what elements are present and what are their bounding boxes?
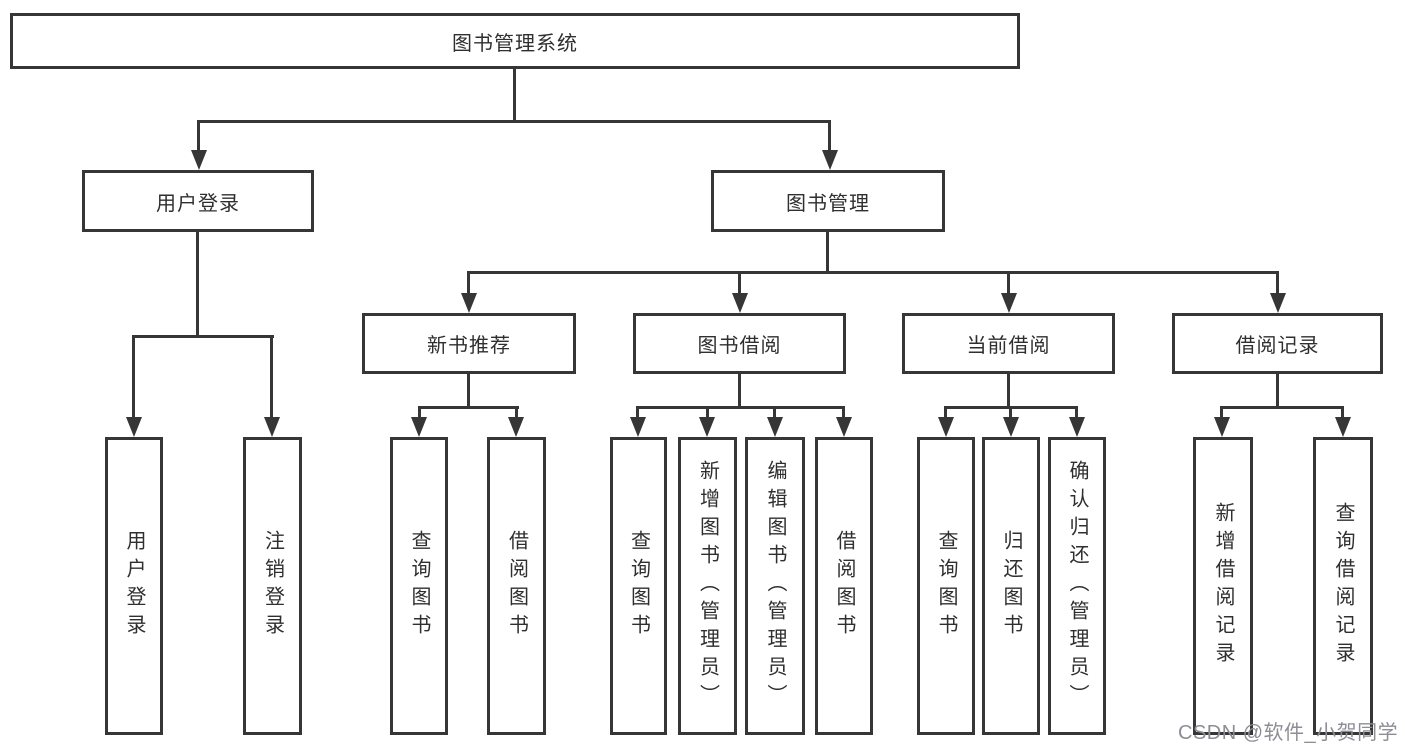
leaf-query-books: 查询图书 — [917, 437, 975, 735]
node-library-system: 图书管理系统 — [10, 13, 1020, 69]
leaf-borrow-books: 借阅图书 — [815, 437, 873, 735]
connector-line — [513, 68, 516, 122]
leaf-label: 归还图书 — [1000, 530, 1022, 642]
connector-line — [706, 406, 709, 419]
leaf-add-borrow-record: 新增借阅记录 — [1193, 437, 1253, 735]
connector-line — [515, 406, 518, 419]
arrow-down-icon — [630, 417, 646, 437]
leaf-label: 新增图书（管理员） — [696, 460, 719, 712]
leaf-label: 编辑图书（管理员） — [764, 460, 786, 712]
arrow-down-icon — [1001, 293, 1017, 313]
node-new-book-recommend: 新书推荐 — [362, 313, 576, 374]
watermark: CSDN @软件_小贺同学 — [1178, 722, 1399, 744]
connector-line — [1341, 406, 1344, 419]
leaf-add-books-admin: 新增图书（管理员） — [678, 437, 737, 735]
connector-line — [418, 406, 421, 419]
arrow-down-icon — [836, 417, 852, 437]
connector-line — [1276, 372, 1279, 409]
connector-line — [944, 406, 947, 419]
leaf-confirm-return-admin: 确认归还（管理员） — [1048, 437, 1106, 735]
arrow-down-icon — [1003, 417, 1019, 437]
arrow-down-icon — [822, 150, 838, 170]
arrow-down-icon — [126, 417, 142, 437]
connector-line — [1007, 372, 1010, 409]
arrow-down-icon — [264, 417, 280, 437]
connector-line — [467, 271, 470, 295]
connector-line — [196, 232, 199, 337]
leaf-query-borrow-record: 查询借阅记录 — [1313, 437, 1373, 735]
leaf-label: 查询借阅记录 — [1332, 502, 1354, 670]
node-book-management: 图书管理 — [711, 170, 945, 232]
connector-line — [1220, 406, 1223, 419]
leaf-label: 查询图书 — [627, 530, 650, 642]
connector-line — [467, 372, 470, 409]
connector-line — [738, 372, 741, 409]
connector-line — [1075, 406, 1078, 419]
node-book-borrow: 图书借阅 — [633, 313, 846, 374]
leaf-return-books: 归还图书 — [982, 437, 1040, 735]
connector-line — [842, 406, 845, 419]
connector-line — [418, 406, 519, 409]
connector-line — [1009, 406, 1012, 419]
leaf-label: 查询图书 — [935, 530, 957, 642]
connector-line — [132, 335, 135, 419]
leaf-label: 确认归还（管理员） — [1066, 460, 1088, 712]
node-user-login: 用户登录 — [82, 170, 314, 232]
arrow-down-icon — [1069, 417, 1085, 437]
connector-line — [1276, 271, 1279, 295]
arrow-down-icon — [1214, 417, 1230, 437]
leaf-query-books: 查询图书 — [390, 437, 448, 735]
connector-line — [1220, 406, 1344, 409]
leaf-borrow-books: 借阅图书 — [487, 437, 546, 735]
leaf-label: 用户登录 — [123, 530, 145, 642]
connector-line — [1007, 271, 1010, 295]
leaf-logout: 注销登录 — [243, 437, 302, 735]
connector-line — [197, 120, 831, 123]
leaf-label: 注销登录 — [261, 530, 284, 642]
node-current-borrow: 当前借阅 — [902, 313, 1115, 374]
arrow-down-icon — [699, 417, 715, 437]
leaf-query-books: 查询图书 — [610, 437, 667, 735]
connector-line — [738, 271, 741, 295]
leaf-label: 新增借阅记录 — [1212, 502, 1234, 670]
node-borrow-record: 借阅记录 — [1172, 313, 1383, 374]
leaf-user-login: 用户登录 — [105, 437, 163, 735]
leaf-label: 借阅图书 — [505, 530, 528, 642]
arrow-down-icon — [1270, 293, 1286, 313]
connector-line — [826, 232, 829, 273]
connector-line — [132, 335, 274, 338]
connector-line — [636, 406, 845, 409]
connector-line — [467, 271, 1279, 274]
arrow-down-icon — [508, 417, 524, 437]
arrow-down-icon — [411, 417, 427, 437]
connector-line — [636, 406, 639, 419]
connector-line — [197, 120, 200, 152]
arrow-down-icon — [461, 293, 477, 313]
leaf-label: 查询图书 — [408, 530, 430, 642]
arrow-down-icon — [767, 417, 783, 437]
arrow-down-icon — [191, 150, 207, 170]
connector-line — [828, 120, 831, 152]
arrow-down-icon — [938, 417, 954, 437]
connector-line — [270, 335, 273, 419]
arrow-down-icon — [1335, 417, 1351, 437]
connector-line — [773, 406, 776, 419]
leaf-label: 借阅图书 — [833, 530, 855, 642]
arrow-down-icon — [732, 293, 748, 313]
leaf-edit-books-admin: 编辑图书（管理员） — [745, 437, 805, 735]
